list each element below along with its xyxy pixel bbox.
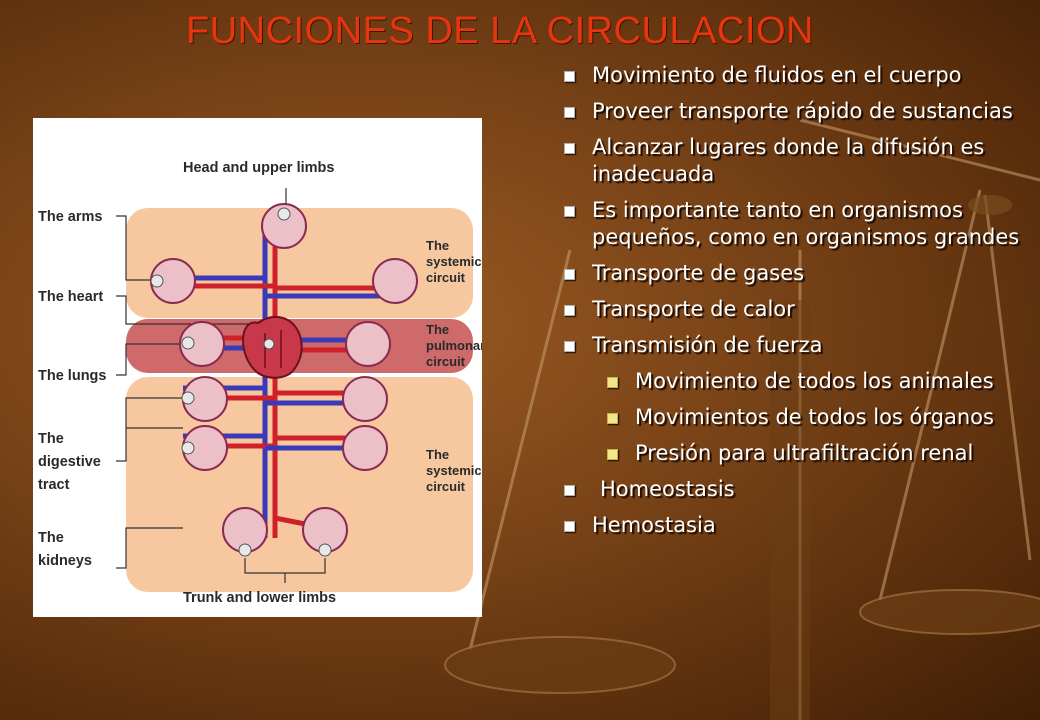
- bullet-item: Transporte de calor: [562, 296, 1027, 323]
- bullet-item: Movimiento de fluidos en el cuerpo: [562, 62, 1027, 89]
- sub-bullet-item: Movimientos de todos los órganos: [605, 404, 1027, 431]
- pulmonary-3: circuit: [426, 354, 466, 369]
- bullet-item: Transmisión de fuerza: [562, 332, 1027, 359]
- bullet-item: Transporte de gases: [562, 260, 1027, 287]
- sub-bullet-item: Movimiento de todos los animales: [605, 368, 1027, 395]
- systemic-upper-2: systemic: [426, 254, 482, 269]
- bullet-item: Alcanzar lugares donde la difusión es in…: [562, 134, 1027, 188]
- bullet-item: Es importante tanto en organismos pequeñ…: [562, 197, 1027, 251]
- bullet-list: Movimiento de fluidos en el cuerpo Prove…: [562, 62, 1027, 548]
- heart-label: The heart: [38, 289, 103, 305]
- systemic-upper-1: The: [426, 238, 449, 253]
- sub-bullet-item: Presión para ultrafiltración renal: [605, 440, 1027, 467]
- lungs-label: The lungs: [38, 368, 106, 384]
- bullet-item: Proveer transporte rápido de sustancias: [562, 98, 1027, 125]
- bullet-item: Homeostasis: [562, 476, 1027, 503]
- circulatory-diagram: Head and upper limbs Trunk and lower lim…: [33, 118, 482, 617]
- pulmonary-2: pulmonary: [426, 338, 482, 353]
- kidneys-label-1: The: [38, 530, 64, 546]
- systemic-upper-3: circuit: [426, 270, 466, 285]
- pulmonary-1: The: [426, 322, 449, 337]
- head-and-upper-limbs-label: Head and upper limbs: [183, 160, 334, 176]
- systemic-lower-3: circuit: [426, 479, 466, 494]
- systemic-lower-band: [126, 377, 473, 592]
- arms-label: The arms: [38, 209, 102, 225]
- digestive-label-1: The: [38, 431, 64, 447]
- systemic-lower-2: systemic: [426, 463, 482, 478]
- digestive-label-2: digestive: [38, 454, 101, 470]
- systemic-lower-1: The: [426, 447, 449, 462]
- slide-title: FUNCIONES DE LA CIRCULACION: [186, 10, 814, 52]
- kidneys-label-2: kidneys: [38, 553, 92, 569]
- bullet-item: Hemostasia: [562, 512, 1027, 539]
- trunk-and-lower-limbs-label: Trunk and lower limbs: [183, 590, 336, 606]
- digestive-label-3: tract: [38, 477, 70, 493]
